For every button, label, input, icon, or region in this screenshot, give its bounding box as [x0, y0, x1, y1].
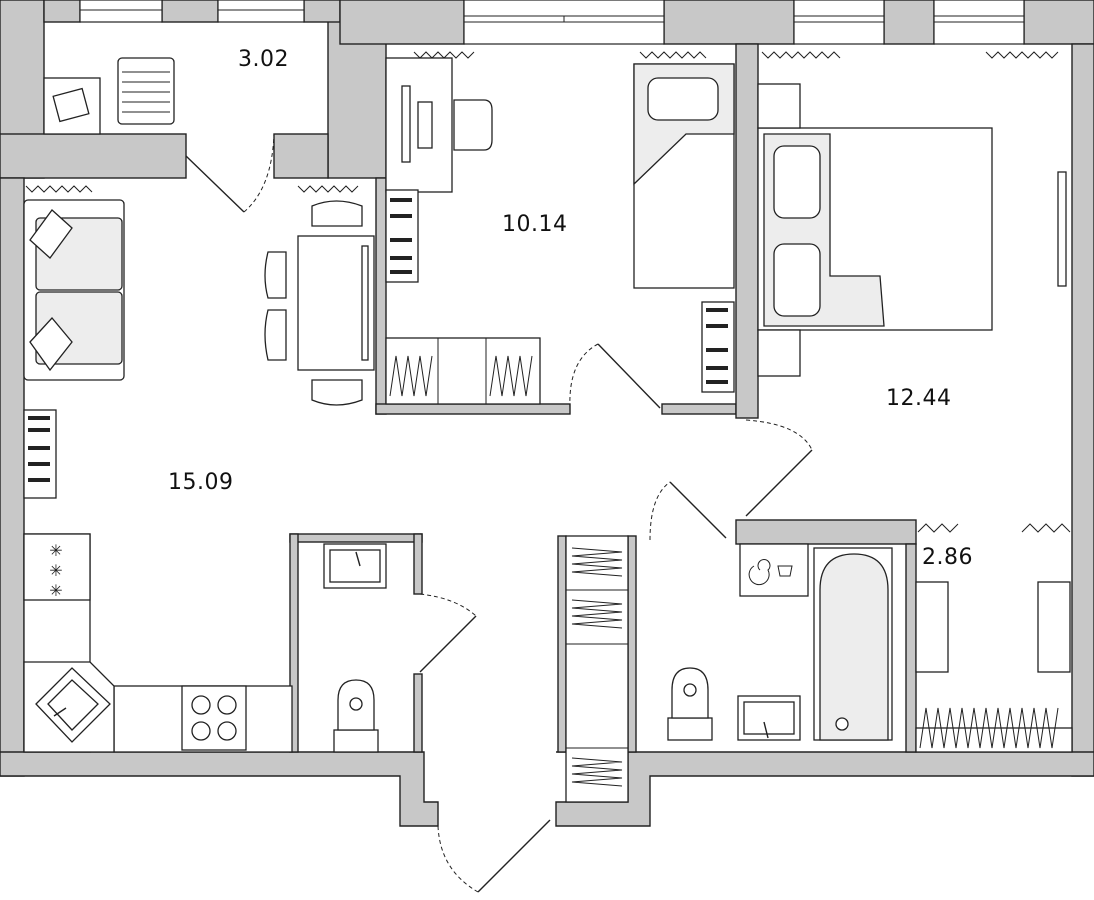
sofa-icon: [23, 199, 125, 381]
washing-machine-icon: [739, 543, 809, 597]
outer-walls: [0, 0, 1094, 827]
window-balcony: [79, 0, 305, 23]
bed-large-icon: [757, 127, 993, 331]
desk-icon: [385, 57, 493, 193]
hob-icon: ✳ ✳ ✳: [49, 541, 62, 600]
bathtub-icon: [813, 547, 893, 741]
bookshelf-small-icon: [385, 189, 419, 283]
wardrobe-icon: [385, 337, 541, 405]
area-bedroom-large: 12.44: [886, 386, 951, 411]
stove-icon: [181, 685, 247, 751]
balcony-chair-icon: [117, 57, 175, 125]
kitchen-sink-icon: [35, 667, 111, 743]
toilet-sink-icon: [323, 543, 387, 589]
toilet-bath-icon: [667, 667, 713, 741]
window-top-3: [933, 0, 1025, 45]
bathroom-sink-icon: [737, 695, 801, 741]
window-top-2: [793, 0, 885, 45]
area-balcony: 3.02: [238, 47, 289, 72]
nightstand-icon: [757, 83, 801, 377]
toilet-icon: [333, 679, 379, 753]
dining-table-icon: [264, 200, 375, 406]
hall-cabinet-icon: [915, 581, 1071, 673]
wardrobe-hall-icon: [565, 535, 629, 803]
window-top-1: [463, 0, 665, 45]
interior-walls: [273, 43, 917, 753]
bed-small-icon: [633, 63, 735, 289]
balcony-table-icon: [43, 77, 101, 135]
bookshelf-bedroom-icon: [701, 301, 735, 393]
svg-text:✳: ✳: [49, 541, 62, 560]
svg-text:✳: ✳: [49, 561, 62, 580]
area-living-kitchen: 15.09: [168, 470, 233, 495]
tv-icon: [1057, 171, 1067, 287]
area-bedroom-small: 10.14: [502, 212, 567, 237]
svg-text:✳: ✳: [49, 581, 62, 600]
hall-wardrobe-icon: [915, 707, 1073, 753]
bookshelf-icon: [23, 409, 57, 499]
doors: [185, 133, 813, 893]
area-hall: 2.86: [922, 545, 973, 570]
